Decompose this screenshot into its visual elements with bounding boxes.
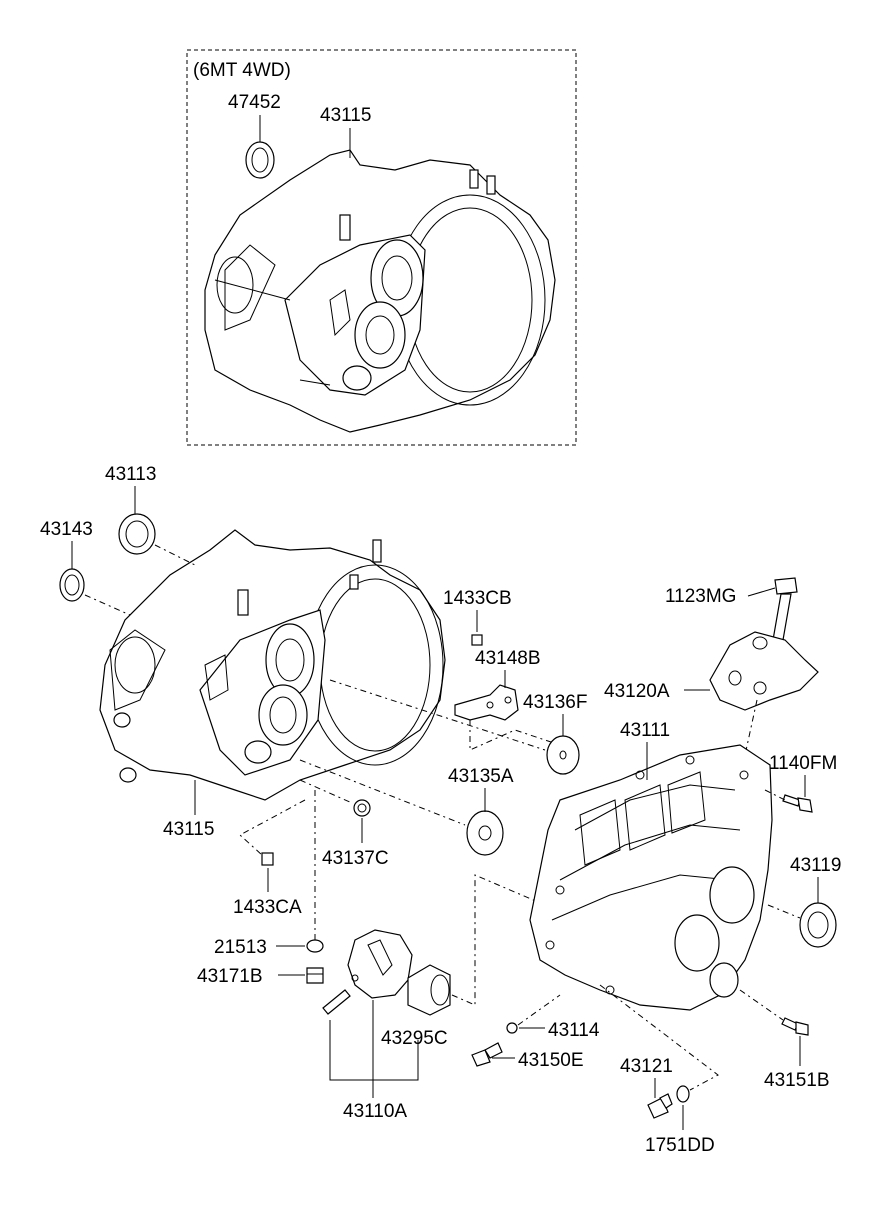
label-43119: 43119 [790,855,841,876]
plug-43171B[interactable] [306,967,324,984]
label-43151B: 43151B [764,1070,830,1091]
bolt-1140FM[interactable] [782,794,813,813]
washer-43114[interactable] [506,1022,518,1034]
seal-43143[interactable] [59,568,85,602]
label-43115-mid: 43115 [163,819,214,840]
dowel-1433CB[interactable] [471,634,483,646]
ring-43137C[interactable] [353,799,371,817]
dowel-1433CA[interactable] [261,852,274,866]
gasket-21513[interactable] [306,939,324,953]
plug-43121[interactable] [647,1093,673,1119]
label-43111: 43111 [620,720,670,741]
label-43114: 43114 [548,1020,600,1041]
bolt-43150E[interactable] [471,1042,503,1067]
bolt-43151B[interactable] [781,1017,809,1036]
bearing-43295C[interactable] [407,964,451,1016]
guide-43110A[interactable] [322,929,413,1015]
label-43113: 43113 [105,464,156,485]
label-43137C: 43137C [322,848,389,869]
label-21513: 21513 [214,937,267,958]
label-43136F: 43136F [523,692,587,713]
bolt-1123MG[interactable] [772,577,798,641]
label-47452: 47452 [228,92,281,113]
gasket-1751DD[interactable] [676,1085,690,1103]
shim-43135A[interactable] [466,810,504,856]
shim-43136F[interactable] [546,735,580,775]
label-1433CA: 1433CA [233,897,302,918]
label-43150E: 43150E [518,1050,584,1071]
label-43143: 43143 [40,519,93,540]
label-43295C: 43295C [381,1028,448,1049]
bracket-43120A[interactable] [709,631,819,711]
label-43171B: 43171B [197,966,263,987]
seal-47452[interactable] [245,141,275,179]
label-43120A: 43120A [604,681,670,702]
label-1140FM: 1140FM [769,753,837,774]
clutch-housing-43115[interactable] [99,529,446,801]
label-1751DD: 1751DD [645,1135,715,1156]
seal-43119[interactable] [799,902,837,948]
variant-label: (6MT 4WD) [193,60,291,81]
label-43115-top: 43115 [320,105,371,126]
label-43148B: 43148B [475,648,541,669]
label-1433CB: 1433CB [443,588,512,609]
label-43135A: 43135A [448,766,514,787]
label-43110A: 43110A [343,1101,407,1122]
transmission-case-43111[interactable] [529,744,773,1011]
label-43121: 43121 [620,1056,673,1077]
clutch-housing-4wd[interactable] [204,149,556,433]
label-1123MG: 1123MG [665,586,736,607]
bracket-43148B[interactable] [454,684,519,721]
seal-43113[interactable] [118,513,156,555]
